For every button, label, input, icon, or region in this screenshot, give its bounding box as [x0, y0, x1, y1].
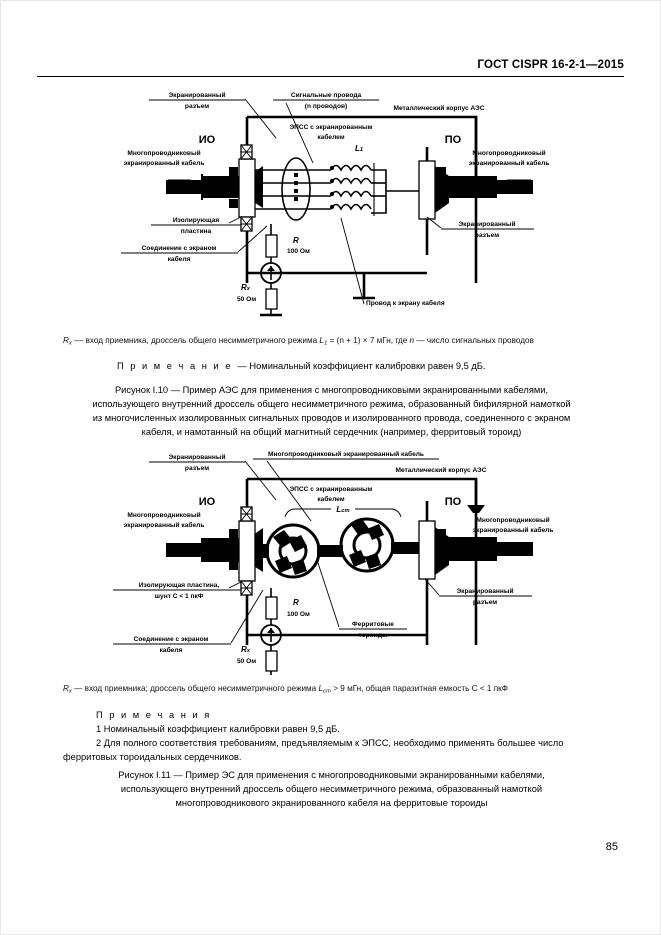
- label-inductor-lst: Lст: [336, 505, 349, 514]
- label-r-symbol-f2: R: [293, 598, 299, 607]
- page-header: ГОСТ CISPR 16-2-1—2015: [477, 59, 624, 71]
- label-multi-cable-left-line1: Многопроводниковый: [127, 149, 200, 157]
- label-multi-cable-right-line2: экранированный кабель: [469, 159, 550, 167]
- label-ferrite-toroids-line1: Ферритовые: [352, 621, 394, 628]
- label-shield-connection-line1: Соединение с экраном: [142, 245, 217, 252]
- figure2-notes: П р и м е ч а н и я 1 Номинальный коэффи…: [63, 709, 620, 765]
- label-insulating-plate-line2: пластина: [181, 228, 212, 235]
- figure1-caption: Рисунок I.10 — Пример АЭС для применения…: [92, 385, 571, 437]
- label-r-value-f2: 100 Ом: [287, 611, 310, 618]
- label-rx-symbol-f2: Rx: [241, 645, 251, 654]
- label-metal-case: Металлический корпус АЭС: [393, 104, 484, 112]
- label-shielded-connector-right-line1-f2: Экранированный: [456, 587, 513, 595]
- label-shielded-connector-right-line1: Экранированный: [458, 220, 515, 228]
- ferrite-toroid-1: [265, 523, 321, 579]
- label-po: ПО: [445, 134, 462, 146]
- label-signal-wires-line1: Сигнальные провода: [291, 92, 362, 99]
- figure2-note-2-line1: 2 Для полного соответствия требованиям, …: [96, 737, 564, 748]
- label-wire-to-cable-shield: Провод к экрану кабеля: [366, 299, 445, 307]
- label-metal-case-f2: Металлический корпус АЭС: [395, 466, 486, 474]
- label-rx-value: 50 Ом: [237, 296, 256, 303]
- label-multi-cable-top-f2: Многопроводниковый экранированный кабель: [268, 450, 424, 458]
- label-shielded-connector-left-line2: разъем: [185, 103, 209, 110]
- label-multi-cable-right-line1-f2: Многопроводниковый: [476, 516, 549, 524]
- label-insulating-plate-line1-f2: Изолирующая пластина,: [139, 582, 220, 589]
- label-insulating-plate-line2-f2: шунт C < 1 пкФ: [155, 593, 204, 600]
- label-insulating-plate-line1: Изолирующая: [173, 217, 220, 224]
- label-shielded-connector-right-line2-f2: разъем: [473, 599, 497, 606]
- label-ferrite-toroids-line2: тороиды: [358, 632, 387, 639]
- label-signal-wires-line2: (n проводов): [305, 103, 347, 110]
- label-io: ИО: [199, 134, 216, 146]
- figure1-legend: Rx –– вход приемника, дроссель общего не…: [63, 336, 534, 347]
- label-multi-cable-right-line2-f2: экранированный кабель: [473, 526, 554, 534]
- figure2-legend: Rx — вход приемника; дроссель общего нес…: [63, 684, 508, 695]
- label-multi-cable-left-line2-f2: экранированный кабель: [124, 521, 205, 529]
- label-multi-cable-left-line2: экранированный кабель: [124, 159, 205, 167]
- label-r-symbol: R: [293, 236, 299, 245]
- label-inductor-l1: L1: [355, 144, 363, 153]
- ferrite-toroid-2: [339, 517, 395, 573]
- figure2-note-2-line2: ферритовых тороидальных сердечников.: [63, 751, 242, 762]
- figure-2-diagram: Экранированный разъем Многопроводниковый…: [1, 445, 660, 675]
- label-ais-shielded-line1-f2: ЭПСС с экранированным: [289, 486, 372, 493]
- label-shielded-connector-right-line2: разъем: [475, 232, 499, 239]
- page-number: 85: [605, 841, 618, 853]
- header-rule: [37, 76, 624, 77]
- label-multi-cable-right-line1: Многопроводниковый: [472, 149, 545, 157]
- label-shielded-connector-left-line1: Экранированный: [168, 91, 225, 99]
- figure2-caption: Рисунок I.11 — Пример ЭС для применения …: [118, 770, 545, 808]
- figure-1-diagram: Экранированный разъем Сигнальные провода…: [1, 83, 660, 318]
- label-shield-connection-line1-f2: Соединение с экраном: [134, 636, 209, 643]
- label-shield-connection-line2: кабеля: [168, 255, 191, 263]
- label-rx-symbol: Rx: [241, 283, 251, 292]
- label-ais-shielded-line2-f2: кабелем: [317, 495, 344, 503]
- label-ais-shielded-line2: кабелем: [317, 133, 344, 141]
- figure1-note: П р и м е ч а н и е — Номинальный коэффи…: [117, 361, 486, 371]
- label-rx-value-f2: 50 Ом: [237, 658, 256, 665]
- label-shielded-connector-left-line2-f2: разъем: [185, 465, 209, 472]
- figure2-note-1: 1 Номинальный коэффициент калибровки рав…: [96, 723, 340, 734]
- label-ais-shielded-line1: ЭПСС с экранированным: [289, 124, 372, 131]
- label-io-f2: ИО: [199, 496, 216, 508]
- label-multi-cable-left-line1-f2: Многопроводниковый: [127, 511, 200, 519]
- label-shielded-connector-left-line1-f2: Экранированный: [168, 453, 225, 461]
- label-r-value: 100 Ом: [287, 248, 310, 255]
- label-po-f2: ПО: [445, 496, 462, 508]
- label-shield-connection-line2-f2: кабеля: [160, 646, 183, 654]
